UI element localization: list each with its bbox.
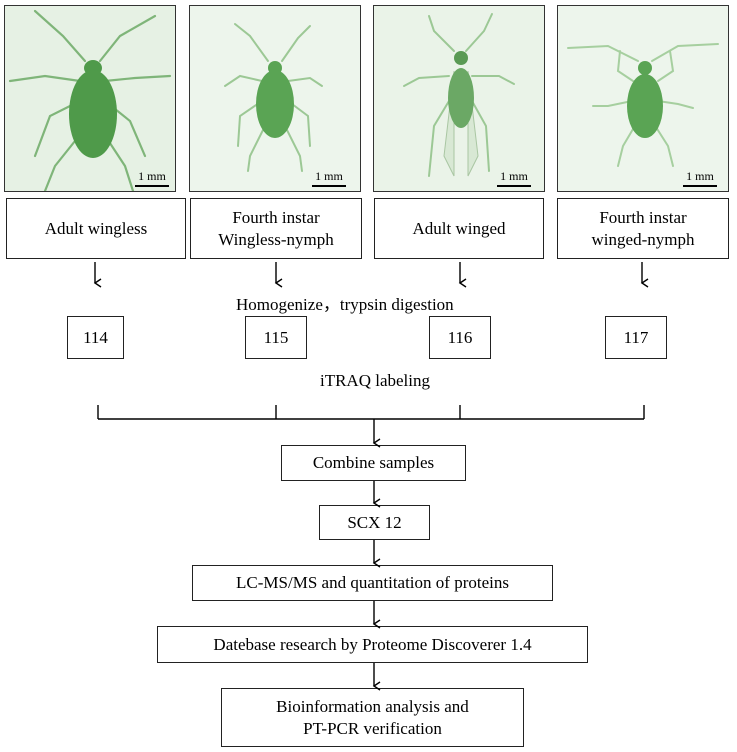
- scale-label: 1 mm: [686, 169, 714, 183]
- adult-wingless-photo: [4, 5, 176, 192]
- scale-label: 1 mm: [315, 169, 343, 183]
- itraq-tag-114: 114: [67, 316, 124, 359]
- stage-box-adult-wingless: Adult wingless: [6, 198, 186, 259]
- scale-bar: 1 mm: [497, 169, 531, 187]
- aphid-icon: [5, 6, 175, 191]
- aphid-icon: [190, 6, 360, 191]
- bioinformation-box: Bioinformation analysis and PT-PCR verif…: [221, 688, 524, 747]
- bioinformation-line2: PT-PCR verification: [303, 718, 442, 738]
- lcms-box: LC-MS/MS and quantitation of proteins: [192, 565, 553, 601]
- fourth-instar-winged-nymph-photo: [557, 5, 729, 192]
- fourth-instar-wingless-nymph-photo: [189, 5, 361, 192]
- scale-bar: 1 mm: [683, 169, 717, 187]
- combine-samples-box: Combine samples: [281, 445, 466, 481]
- homogenize-label: Homogenize，trypsin digestion: [236, 295, 454, 314]
- stage-box-adult-winged: Adult winged: [374, 198, 544, 259]
- scale-bar: 1 mm: [312, 169, 346, 187]
- winged-aphid-icon: [374, 6, 544, 191]
- stage-label: Fourth instar: [232, 207, 320, 227]
- scale-label: 1 mm: [500, 169, 528, 183]
- scx-box: SCX 12: [319, 505, 430, 540]
- stage-box-fourth-instar-wingless-nymph: Fourth instar Wingless-nymph: [190, 198, 362, 259]
- aphid-icon: [558, 6, 728, 191]
- adult-winged-photo: [373, 5, 545, 192]
- scale-bar: 1 mm: [135, 169, 169, 187]
- itraq-labeling-label: iTRAQ labeling: [319, 371, 430, 390]
- stage-label: Adult wingless: [44, 218, 148, 238]
- itraq-tag-116: 116: [429, 316, 491, 359]
- database-research-box: Datebase research by Proteome Discoverer…: [157, 626, 588, 663]
- itraq-tag-117: 117: [605, 316, 667, 359]
- itraq-tag-115: 115: [245, 316, 307, 359]
- stage-label-line2: Wingless-nymph: [218, 229, 334, 249]
- bioinformation-line1: Bioinformation analysis and: [276, 696, 469, 716]
- merge-bracket: [97, 405, 645, 420]
- stage-label: Adult winged: [412, 218, 506, 238]
- stage-box-fourth-instar-winged-nymph: Fourth instar winged-nymph: [557, 198, 729, 259]
- scale-label: 1 mm: [138, 169, 166, 183]
- stage-label-line2: winged-nymph: [591, 229, 695, 249]
- stage-label: Fourth instar: [599, 207, 687, 227]
